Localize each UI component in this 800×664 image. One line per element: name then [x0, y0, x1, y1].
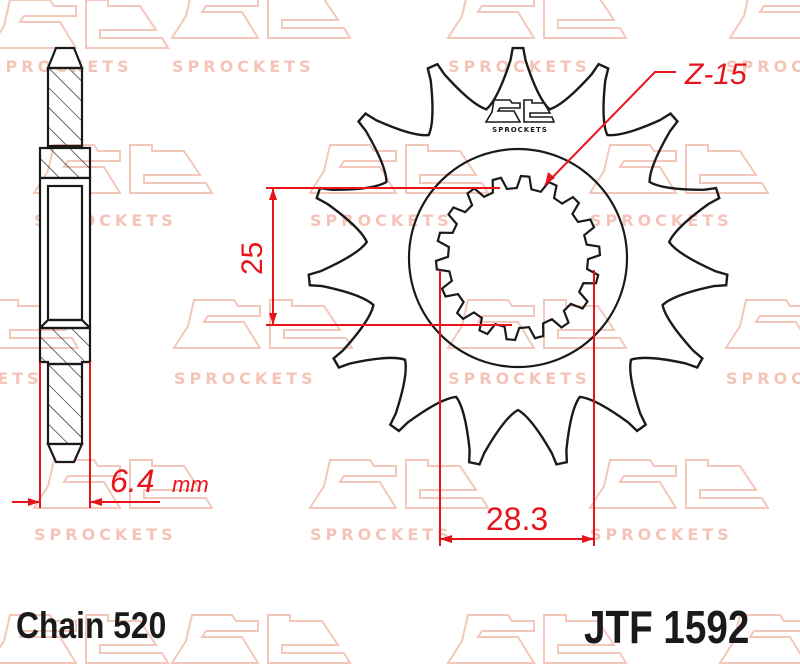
chain-size-label: Chain 520 — [16, 605, 167, 646]
svg-text:SPROCKETS: SPROCKETS — [590, 211, 733, 230]
spline-width-dimension — [439, 270, 595, 546]
sprocket-outline — [307, 46, 729, 466]
sprocket-front-view — [307, 46, 729, 466]
side-profile — [38, 46, 92, 464]
svg-text:SPROCKETS: SPROCKETS — [448, 57, 591, 76]
teeth-count-label: Z-15 — [684, 58, 747, 91]
thickness-dimension — [12, 362, 160, 508]
thickness-unit: mm — [172, 472, 209, 497]
svg-text:SPROCKETS: SPROCKETS — [590, 525, 733, 544]
logo-text: SPROCKETS — [492, 126, 548, 134]
svg-text:SPROCKETS: SPROCKETS — [174, 369, 317, 388]
teeth-count-leader — [544, 71, 676, 186]
part-number-label: JTF 1592 — [584, 601, 750, 653]
svg-text:SPROCKETS: SPROCKETS — [726, 369, 800, 388]
thickness-value: 6.4 — [110, 463, 154, 499]
watermark-text-layer: SPROCKETS SPROCKETS SPROCKETS SPROCKETS … — [0, 57, 800, 544]
svg-text:SPROCKETS: SPROCKETS — [726, 57, 800, 76]
spline-height-label: 25 — [236, 242, 269, 275]
svg-text:SPROCKETS: SPROCKETS — [172, 57, 315, 76]
jt-logo: SPROCKETS — [484, 99, 556, 134]
svg-text:SPROCKETS: SPROCKETS — [34, 525, 177, 544]
svg-text:SPROCKETS: SPROCKETS — [310, 525, 453, 544]
svg-text:SPROCKETS: SPROCKETS — [0, 369, 43, 388]
svg-text:SPROCKETS: SPROCKETS — [310, 211, 453, 230]
spline-width-label: 28.3 — [486, 501, 548, 537]
spline-height-dimension — [266, 187, 512, 326]
spline-bore-outline — [434, 174, 602, 342]
svg-text:SPROCKETS: SPROCKETS — [448, 369, 591, 388]
hub-circle — [407, 147, 629, 369]
